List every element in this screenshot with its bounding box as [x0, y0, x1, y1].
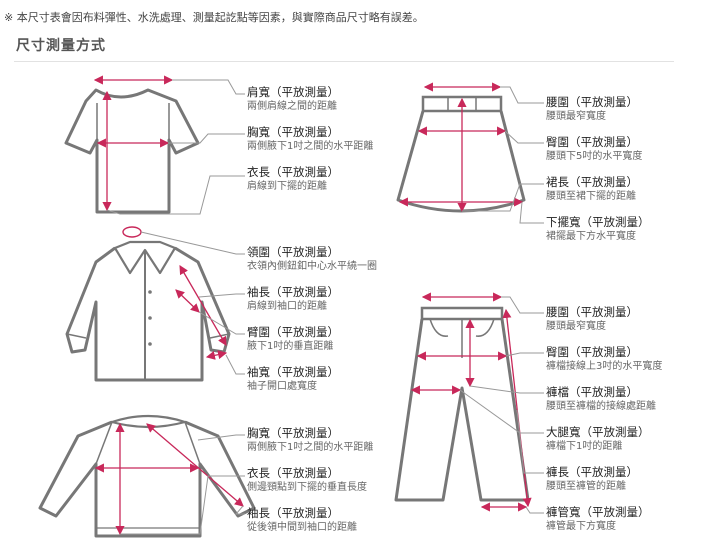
label-desc: 袖子開口處寬度 — [247, 381, 317, 392]
label-pants-hip: 臀圍（平放測量） 褲檔接線上3吋的水平寬度 — [546, 345, 662, 373]
label-pants-thigh: 大腿寬（平放測量） 褲檔下1吋的距離 — [546, 425, 650, 453]
label-title: 腰圍（平放測量） — [546, 305, 638, 319]
label-desc: 兩側腋下1吋之間的水平距離 — [247, 141, 374, 152]
label-title: 大腿寬（平放測量） — [546, 425, 650, 439]
label-pants-rise: 褲檔（平放測量） 腰頭至褲檔的接線處距離 — [546, 385, 656, 413]
label-title: 褲長（平放測量） — [546, 465, 638, 479]
label-title: 臂圍（平放測量） — [247, 325, 339, 339]
label-desc: 裙擺最下方水平寬度 — [546, 231, 636, 242]
label-title: 袖寬（平放測量） — [247, 365, 339, 379]
title-divider — [14, 61, 674, 62]
label-desc: 衣領內側鈕釦中心水平繞一圈 — [247, 261, 377, 272]
pants-diagram — [394, 292, 544, 514]
label-desc: 褲檔接線上3吋的水平寬度 — [546, 361, 663, 372]
label-raglan-length: 衣長（平放測量） 側邊頸點到下擺的垂直長度 — [247, 466, 367, 494]
label-desc: 腰頭最窄寬度 — [546, 321, 606, 332]
label-title: 袖長（平放測量） — [247, 285, 339, 299]
label-pants-hem: 褲管寬（平放測量） 褲管最下方寬度 — [546, 505, 650, 533]
label-shirt-collar: 領圍（平放測量） 衣領內側鈕釦中心水平繞一圈 — [247, 245, 377, 273]
label-desc: 從後領中間到袖口的距離 — [247, 522, 357, 533]
label-title: 肩寬（平放測量） — [247, 85, 339, 99]
label-desc: 褲檔下1吋的距離 — [546, 441, 623, 452]
label-tshirt-shoulder: 肩寬（平放測量） 兩側肩線之間的距離 — [247, 85, 339, 113]
label-title: 裙長（平放測量） — [546, 175, 638, 189]
label-raglan-sleeve: 袖長（平放測量） 從後領中間到袖口的距離 — [247, 506, 357, 534]
label-raglan-chest: 胸寬（平放測量） 兩側腋下1吋之間的水平距離 — [247, 426, 373, 454]
label-title: 褲管寬（平放測量） — [546, 505, 650, 519]
label-skirt-hip: 臀圍（平放測量） 腰頭下5吋的水平寬度 — [546, 135, 642, 163]
label-desc: 腋下1吋的垂直距離 — [247, 341, 334, 352]
raglan-diagram — [38, 414, 256, 538]
label-skirt-length: 裙長（平放測量） 腰頭至裙下擺的距離 — [546, 175, 638, 203]
label-title: 衣長（平放測量） — [247, 466, 339, 480]
label-pants-length: 褲長（平放測量） 腰頭至褲管的距離 — [546, 465, 638, 493]
label-title: 領圍（平放測量） — [247, 245, 339, 259]
label-desc: 側邊頸點到下擺的垂直長度 — [247, 482, 367, 493]
label-shirt-bicep: 臂圍（平放測量） 腋下1吋的垂直距離 — [247, 325, 339, 353]
label-title: 袖長（平放測量） — [247, 506, 339, 520]
label-title: 胸寬（平放測量） — [247, 125, 339, 139]
label-title: 褲檔（平放測量） — [546, 385, 638, 399]
skirt-diagram — [396, 82, 544, 224]
label-skirt-hem: 下擺寬（平放測量） 裙擺最下方水平寬度 — [546, 215, 650, 243]
label-shirt-sleeve: 袖長（平放測量） 肩線到袖口的距離 — [247, 285, 339, 313]
label-desc: 腰頭至褲檔的接線處距離 — [546, 401, 656, 412]
label-pants-waist: 腰圍（平放測量） 腰頭最窄寬度 — [546, 305, 638, 333]
label-tshirt-chest: 胸寬（平放測量） 兩側腋下1吋之間的水平距離 — [247, 125, 373, 153]
tshirt-diagram — [64, 75, 245, 215]
section-title: 尺寸測量方式 — [16, 38, 106, 54]
label-desc: 兩側腋下1吋之間的水平距離 — [247, 442, 374, 453]
shirt-diagram — [65, 226, 245, 382]
disclaimer-notice: ※ 本尺寸表會因布料彈性、水洗處理、測量起訖點等因素，與實際商品尺寸略有誤差。 — [4, 11, 424, 24]
label-title: 衣長（平放測量） — [247, 165, 339, 179]
label-desc: 肩線到下擺的距離 — [247, 181, 327, 192]
label-desc: 腰頭最窄寬度 — [546, 111, 606, 122]
label-title: 下擺寬（平放測量） — [546, 215, 650, 229]
label-title: 胸寬（平放測量） — [247, 426, 339, 440]
label-desc: 腰頭至裙下擺的距離 — [546, 191, 636, 202]
label-desc: 肩線到袖口的距離 — [247, 301, 327, 312]
label-desc: 腰頭下5吋的水平寬度 — [546, 151, 643, 162]
label-tshirt-length: 衣長（平放測量） 肩線到下擺的距離 — [247, 165, 339, 193]
label-skirt-waist: 腰圍（平放測量） 腰頭最窄寬度 — [546, 95, 638, 123]
label-desc: 腰頭至褲管的距離 — [546, 481, 626, 492]
label-shirt-cuff: 袖寬（平放測量） 袖子開口處寬度 — [247, 365, 339, 393]
label-title: 腰圍（平放測量） — [546, 95, 638, 109]
label-title: 臀圍（平放測量） — [546, 135, 638, 149]
label-title: 臀圍（平放測量） — [546, 345, 638, 359]
label-desc: 兩側肩線之間的距離 — [247, 101, 337, 112]
label-desc: 褲管最下方寬度 — [546, 521, 616, 532]
